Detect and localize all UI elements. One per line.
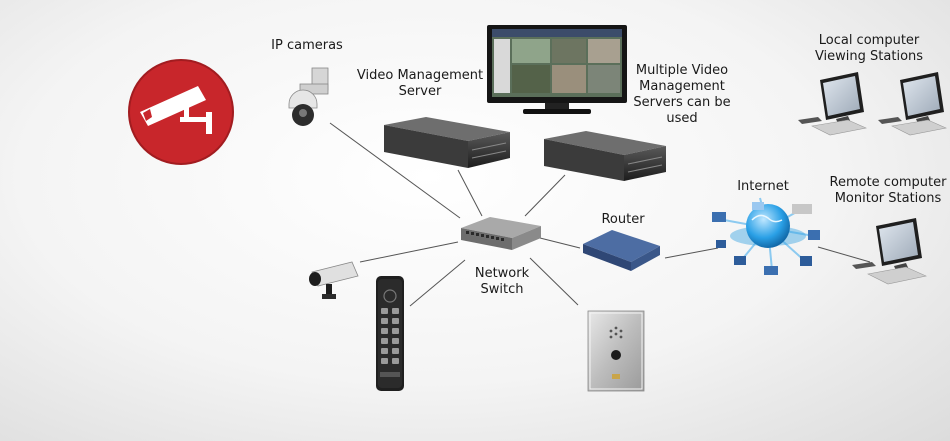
keypad-key [381, 358, 388, 364]
link-router-internet [664, 247, 719, 259]
link-keypad-switch [409, 259, 466, 307]
dome-camera-icon [288, 67, 329, 126]
cctv-camera-icon [128, 59, 234, 165]
vms-server-icon [384, 117, 510, 168]
keypad-key [392, 338, 399, 344]
keypad-key [392, 358, 399, 364]
keypad-key [392, 318, 399, 324]
keypad-key [381, 338, 388, 344]
access-keypad-icon [376, 276, 404, 391]
keypad-key [381, 328, 388, 334]
network-switch-icon [461, 217, 541, 250]
local-computer-1-icon [798, 72, 867, 136]
link-vms2-switch [524, 174, 566, 217]
label-multiple-servers: Multiple Video Management Servers can be… [633, 63, 731, 126]
vms-monitor-icon [487, 25, 627, 114]
keypad-key [392, 308, 399, 314]
bullet-camera-icon [309, 261, 359, 299]
link-camera-switch [329, 122, 461, 219]
link-vms1-switch [457, 169, 483, 217]
intercom-panel-icon [587, 310, 645, 392]
link-intercom-switch [529, 257, 579, 306]
remote-computer-icon [852, 218, 927, 285]
label-router: Router [601, 212, 645, 227]
local-computer-2-icon [878, 72, 947, 136]
link-switch-router [539, 237, 581, 249]
keypad-key [392, 348, 399, 354]
label-network-switch: Network Switch [474, 266, 530, 297]
label-internet: Internet [737, 179, 789, 194]
label-remote-stations: Remote computer Monitor Stations [829, 175, 947, 206]
label-ip-cameras: IP cameras [271, 38, 343, 53]
label-local-stations: Local computer Viewing Stations [814, 33, 924, 64]
router-icon [583, 230, 660, 271]
keypad-key [381, 348, 388, 354]
internet-globe-icon [712, 197, 820, 275]
keypad-key [392, 328, 399, 334]
keypad-key [381, 318, 388, 324]
connection-lines [329, 122, 871, 307]
vms-server-2-icon [544, 131, 666, 181]
keypad-key [381, 308, 388, 314]
link-bullet-switch [359, 241, 459, 263]
link-internet-remote [817, 246, 871, 263]
label-video-management-server: Video Management Server [356, 68, 484, 99]
